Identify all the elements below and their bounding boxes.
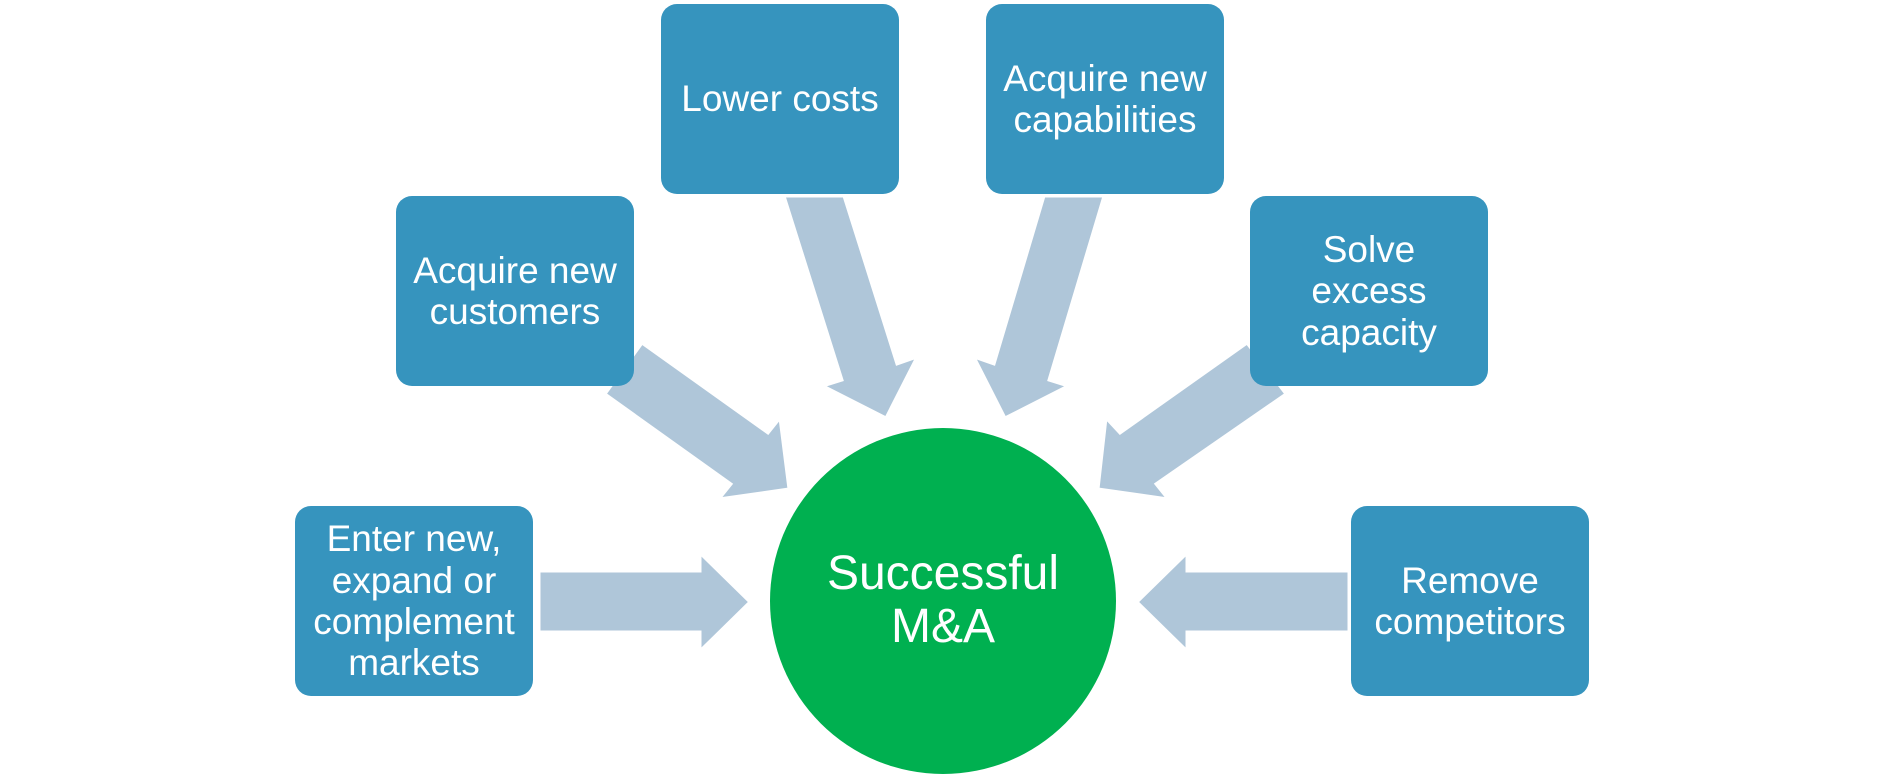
driver-label: Remove competitors xyxy=(1374,559,1566,642)
arrow-lower-costs xyxy=(781,194,921,421)
driver-box-solve-capacity: Solve excess capacity xyxy=(1250,196,1488,386)
arrow-enter-markets xyxy=(537,549,753,655)
center-circle: Successful M&A xyxy=(770,428,1116,774)
driver-label: Lower costs xyxy=(681,78,879,120)
driver-label: Acquire new customers xyxy=(413,249,617,332)
driver-label: Solve excess capacity xyxy=(1301,228,1437,353)
center-label: Successful M&A xyxy=(826,547,1060,653)
driver-box-lower-costs: Lower costs xyxy=(661,4,899,194)
driver-box-acquire-customers: Acquire new customers xyxy=(396,196,634,386)
arrow-solve-capacity xyxy=(1096,340,1289,502)
driver-box-acquire-capabilities: Acquire new capabilities xyxy=(986,4,1224,194)
driver-box-remove-competitors: Remove competitors xyxy=(1351,506,1589,696)
arrow-acquire-customers xyxy=(602,340,791,502)
driver-label: Acquire new capabilities xyxy=(1003,57,1207,140)
arrow-remove-competitors xyxy=(1134,549,1351,655)
driver-box-enter-markets: Enter new, expand or complement markets xyxy=(295,506,533,696)
arrow-acquire-capabilities xyxy=(970,194,1107,421)
driver-label: Enter new, expand or complement markets xyxy=(313,518,515,684)
